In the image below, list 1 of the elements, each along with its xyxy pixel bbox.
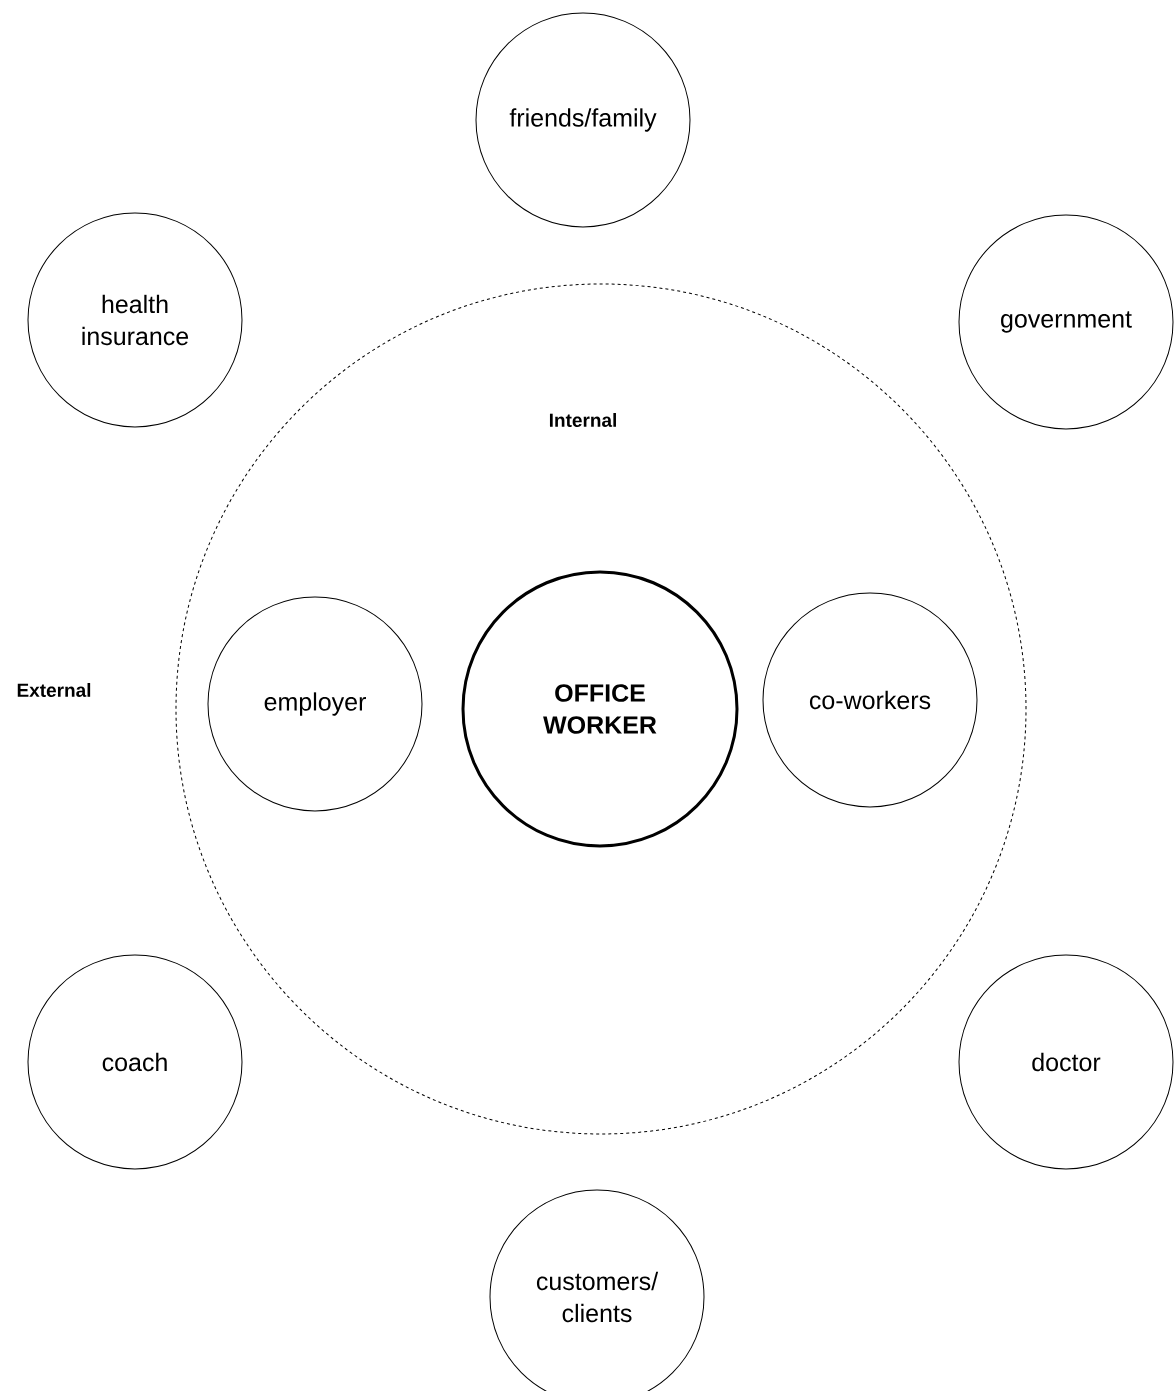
- zone-label: External: [17, 683, 91, 697]
